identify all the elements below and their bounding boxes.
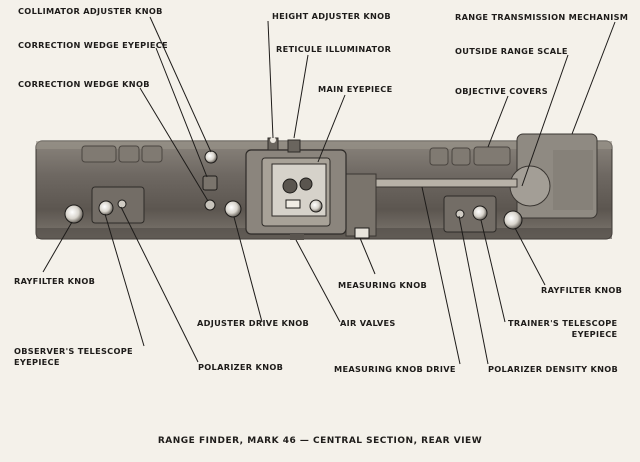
figure-caption: RANGE FINDER, MARK 46 — CENTRAL SECTION,… bbox=[0, 436, 640, 446]
objective-covers-left bbox=[82, 146, 162, 162]
label-rayfilter-knob-left: RAYFILTER KNOB bbox=[14, 276, 95, 287]
label-trainers-telescope-eyepiece: TRAINER'S TELESCOPE EYEPIECE bbox=[508, 318, 617, 340]
label-polarizer-density-knob: POLARIZER DENSITY KNOB bbox=[488, 364, 618, 375]
measuring-knob bbox=[355, 228, 369, 238]
label-height-adjuster-knob: HEIGHT ADJUSTER KNOB bbox=[272, 11, 391, 22]
label-outside-range-scale: OUTSIDE RANGE SCALE bbox=[455, 46, 568, 57]
correction-wedge-knob bbox=[205, 200, 215, 210]
label-objective-covers: OBJECTIVE COVERS bbox=[455, 86, 548, 97]
right-control-plate bbox=[444, 196, 496, 232]
label-rayfilter-knob-right: RAYFILTER KNOB bbox=[541, 285, 622, 296]
label-collimator-adjuster-knob: COLLIMATOR ADJUSTER KNOB bbox=[18, 6, 163, 17]
correction-wedge-eyepiece bbox=[203, 176, 217, 190]
label-correction-wedge-knob: CORRECTION WEDGE KNOB bbox=[18, 79, 150, 90]
rayfilter-knob-left bbox=[65, 205, 83, 223]
label-measuring-knob-drive: MEASURING KNOB DRIVE bbox=[334, 364, 456, 375]
label-polarizer-knob: POLARIZER KNOB bbox=[198, 362, 283, 373]
label-observers-telescope-eyepiece: OBSERVER'S TELESCOPE EYEPIECE bbox=[14, 346, 133, 368]
label-range-transmission-mechanism: RANGE TRANSMISSION MECHANISM bbox=[455, 12, 628, 23]
left-control-plate bbox=[92, 187, 144, 223]
range-transmission-mechanism bbox=[510, 134, 597, 218]
label-adjuster-drive-knob: ADJUSTER DRIVE KNOB bbox=[197, 318, 309, 329]
adjuster-drive-knob bbox=[225, 201, 241, 217]
label-main-eyepiece: MAIN EYEPIECE bbox=[318, 84, 393, 95]
main-eyepiece-housing bbox=[246, 137, 346, 240]
rayfilter-knob-right bbox=[504, 211, 522, 229]
objective-covers-right bbox=[430, 147, 510, 165]
collimator-adjuster-knob bbox=[205, 151, 217, 163]
label-measuring-knob: MEASURING KNOB bbox=[338, 280, 427, 291]
label-reticule-illuminator: RETICULE ILLUMINATOR bbox=[276, 44, 391, 55]
label-air-valves: AIR VALVES bbox=[340, 318, 396, 329]
label-correction-wedge-eyepiece: CORRECTION WEDGE EYEPIECE bbox=[18, 40, 168, 51]
